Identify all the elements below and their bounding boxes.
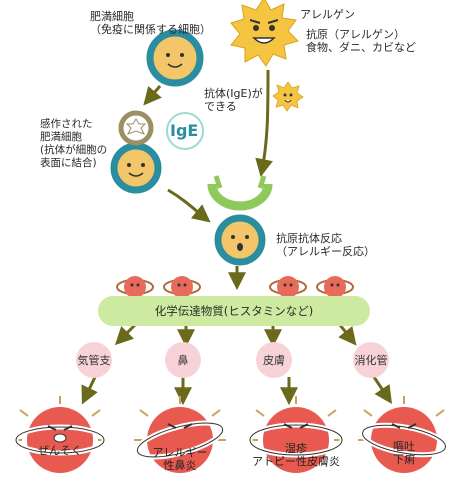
antibody-horns-icon bbox=[207, 175, 273, 211]
symptom-rhinitis: アレルギー 性鼻炎 bbox=[152, 446, 208, 472]
mast-cell-icon bbox=[146, 29, 204, 87]
sensitized-label: 感作された 肥満細胞 (抗体が細胞の 表面に結合) bbox=[40, 118, 108, 169]
organ-label: 消化管 bbox=[354, 354, 388, 367]
symptom-asthma: ぜんそく bbox=[38, 444, 82, 457]
organ-nose: 鼻 bbox=[165, 342, 201, 378]
antigen-label: 抗原（アレルゲン） 食物、ダニ、カビなど bbox=[306, 28, 416, 54]
small-allergen-icon bbox=[272, 81, 304, 112]
organ-digestive: 消化管 bbox=[353, 342, 389, 378]
organ-label: 気管支 bbox=[77, 354, 111, 367]
mediator-banner: 化学伝達物質(ヒスタミンなど) bbox=[98, 296, 370, 326]
organ-label: 皮膚 bbox=[263, 354, 285, 367]
organ-bronchi: 気管支 bbox=[76, 342, 112, 378]
reacting-cell-icon bbox=[214, 214, 266, 266]
sensitized-cell-icon bbox=[110, 142, 162, 194]
granules bbox=[116, 276, 354, 298]
symptom-planets bbox=[13, 396, 448, 473]
ige-label: IgE bbox=[170, 121, 199, 140]
allergen-label: アレルゲン bbox=[300, 8, 355, 21]
mediator-label: 化学伝達物質(ヒスタミンなど) bbox=[154, 304, 314, 318]
antibody-made-label: 抗体(IgE)が できる bbox=[204, 87, 263, 113]
allergen-icon bbox=[230, 0, 299, 67]
mast-cell-label: 肥満細胞 （免疫に関係する細胞） bbox=[90, 10, 211, 36]
reaction-label: 抗原抗体反応 （アレルギー反応） bbox=[276, 232, 375, 258]
antibody-icon bbox=[118, 110, 154, 146]
symptom-vomiting: 嘔吐 下痢 bbox=[393, 440, 415, 466]
symptom-dermatitis: 湿疹 アトピー性皮膚炎 bbox=[252, 442, 340, 468]
arrows bbox=[81, 69, 392, 406]
organ-skin: 皮膚 bbox=[256, 342, 292, 378]
organ-label: 鼻 bbox=[177, 354, 189, 367]
ige-badge bbox=[166, 112, 204, 150]
